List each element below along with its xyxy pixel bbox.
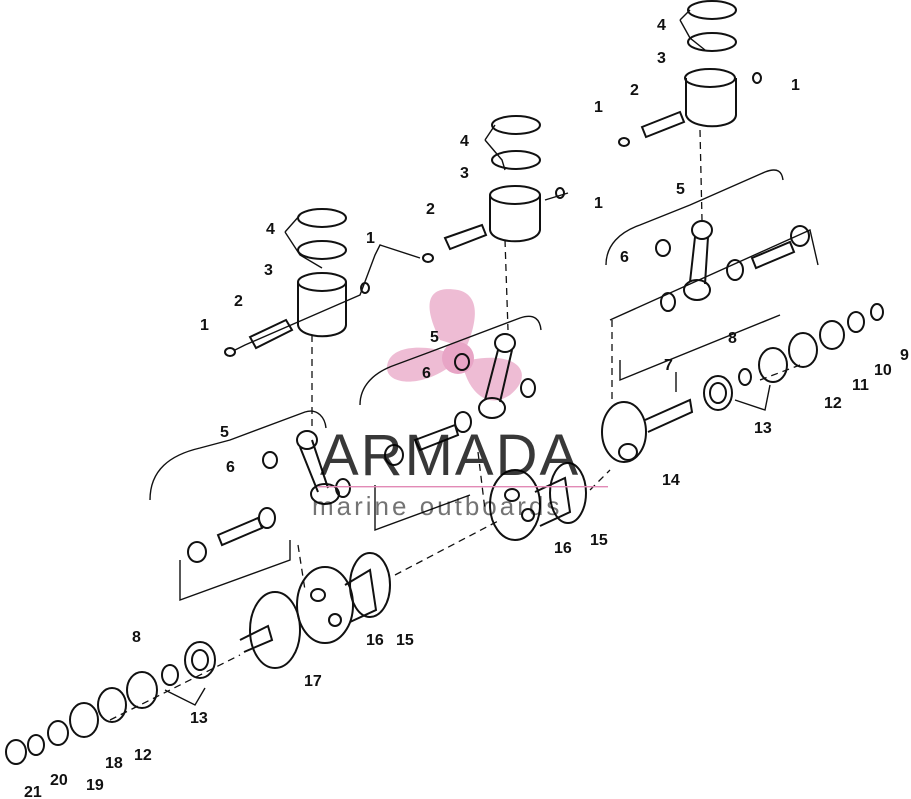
callout-5: 5	[220, 424, 229, 441]
callout-4: 4	[657, 17, 666, 34]
piston-pin	[248, 318, 294, 350]
callout-11: 11	[852, 377, 869, 394]
callout-8: 8	[728, 330, 737, 347]
callout-16: 16	[554, 540, 572, 557]
callout-1: 1	[200, 317, 209, 334]
callout-4: 4	[460, 133, 469, 150]
watermark-subtitle: marine outboards	[312, 491, 562, 521]
circlip	[224, 347, 236, 357]
callout-9: 9	[900, 347, 909, 364]
piston-ring	[297, 240, 347, 260]
circlip	[360, 282, 370, 294]
callout-6: 6	[620, 249, 629, 266]
callout-12: 12	[134, 747, 152, 764]
callout-3: 3	[460, 165, 469, 182]
needle-bearing	[262, 451, 278, 469]
piston-assembly-right	[618, 0, 762, 147]
callout-19: 19	[86, 777, 104, 794]
crank-left-section	[239, 552, 391, 669]
callout-13: 13	[190, 710, 208, 727]
callout-16: 16	[366, 632, 384, 649]
callout-1: 1	[594, 99, 603, 116]
callout-6: 6	[226, 459, 235, 476]
callout-5: 5	[430, 329, 439, 346]
crank-middle-section	[489, 462, 587, 541]
callout-18: 18	[105, 755, 123, 772]
callout-1: 1	[594, 195, 603, 212]
callout-2: 2	[426, 201, 435, 218]
callout-5: 5	[676, 181, 685, 198]
piston-ring	[297, 208, 347, 228]
callout-15: 15	[590, 532, 608, 549]
bracket-5-middle	[359, 315, 542, 406]
bracket-5-right	[605, 169, 784, 266]
callout-3: 3	[657, 50, 666, 67]
callout-14: 14	[662, 472, 680, 489]
callout-3: 3	[264, 262, 273, 279]
main-bearings-left	[5, 641, 216, 765]
callout-20: 20	[50, 772, 68, 789]
crank-right-section	[601, 303, 884, 463]
piston	[297, 282, 347, 338]
bracket-5-left	[149, 410, 327, 501]
callout-7: 7	[664, 357, 673, 374]
callout-10: 10	[874, 362, 892, 379]
callout-8: 8	[132, 629, 141, 646]
callout-2: 2	[630, 82, 639, 99]
callout-1: 1	[366, 230, 375, 247]
callout-1: 1	[791, 77, 800, 94]
watermark-brand: ARMADA	[320, 423, 580, 488]
callout-13: 13	[754, 420, 772, 437]
connecting-rod-right	[655, 220, 810, 312]
armada-logo-propeller	[386, 289, 522, 401]
connecting-rod-left	[187, 430, 351, 563]
piston-assembly-left	[224, 208, 370, 357]
callout-6: 6	[422, 365, 431, 382]
callout-2: 2	[234, 293, 243, 310]
callout-15: 15	[396, 632, 414, 649]
callout-12: 12	[824, 395, 842, 412]
connecting-rod-middle	[384, 333, 536, 466]
piston-assembly-middle	[422, 115, 565, 263]
watermark-divider	[318, 486, 608, 488]
callout-4: 4	[266, 221, 275, 238]
callout-labels: 1 2 3 4 1 5 6 5 6 2 3 4 1 4 3 1 2 1 5 6 …	[24, 17, 909, 799]
callout-21: 21	[24, 784, 42, 799]
callout-17: 17	[304, 673, 322, 690]
